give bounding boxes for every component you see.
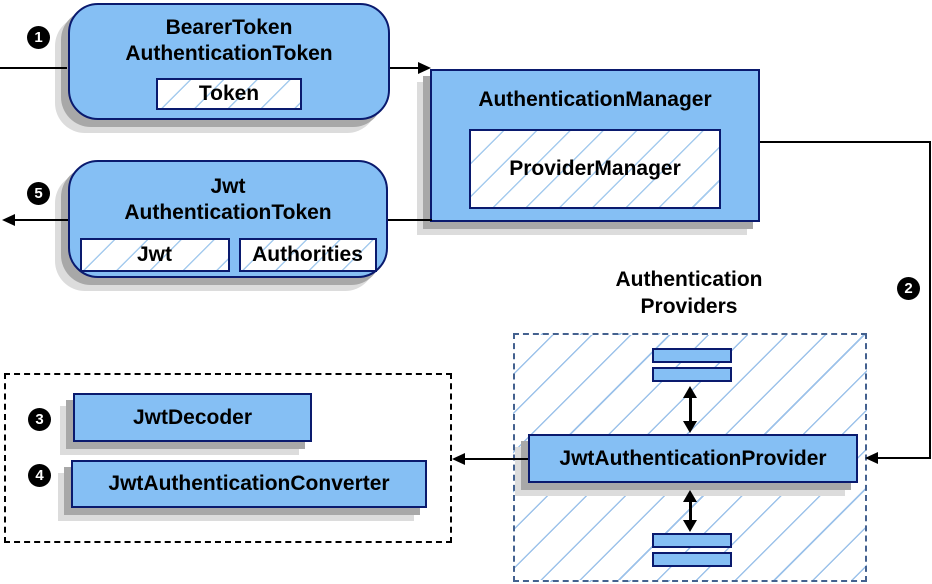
- node-title: BearerToken: [165, 16, 293, 39]
- connector-right-vertical: [929, 141, 931, 459]
- authentication-manager-node: AuthenticationManager ProviderManager: [430, 69, 760, 222]
- step-badge-5: 5: [27, 182, 50, 205]
- field-row: Jwt Authorities: [79, 238, 377, 272]
- node-title: AuthenticationManager: [478, 88, 712, 111]
- jwt-components-group: [4, 373, 452, 543]
- arrowhead-right-icon: [418, 62, 431, 74]
- step-badge-4: 4: [28, 464, 51, 487]
- connector-bearer-to-manager: [390, 67, 419, 69]
- token-field: Token: [156, 78, 302, 110]
- node-title: Jwt: [210, 175, 246, 198]
- connector-manager-to-jwttoken: [388, 219, 432, 221]
- connector-request-in: [0, 67, 67, 69]
- step-badge-3: 3: [28, 408, 51, 431]
- provider-manager-field: ProviderManager: [469, 129, 721, 209]
- arrowhead-left-icon: [865, 452, 878, 464]
- jwt-authentication-token-node: Jwt AuthenticationToken Jwt Authorities: [68, 160, 388, 278]
- jwt-decoder-node: JwtDecoder: [73, 393, 312, 442]
- authentication-providers-title: Authentication Providers: [589, 266, 789, 320]
- connector-response-out: [14, 219, 68, 221]
- title-line: Providers: [640, 295, 738, 318]
- jwt-field: Jwt: [79, 238, 230, 272]
- jwt-authentication-provider-node: JwtAuthenticationProvider: [528, 434, 858, 483]
- authorities-field: Authorities: [238, 238, 377, 272]
- arrowhead-left-icon: [452, 453, 465, 465]
- provider-placeholder-bar: [652, 552, 732, 567]
- provider-placeholder-bar: [652, 367, 732, 382]
- provider-placeholder-bar: [652, 348, 732, 363]
- step-badge-1: 1: [27, 26, 50, 49]
- node-title: AuthenticationToken: [124, 201, 332, 224]
- jwt-authentication-converter-node: JwtAuthenticationConverter: [71, 460, 427, 508]
- node-title: AuthenticationToken: [125, 42, 333, 65]
- step-badge-2: 2: [897, 277, 920, 300]
- connector-manager-out: [760, 141, 931, 143]
- double-arrow-bottom-icon: [683, 490, 697, 532]
- arrowhead-left-icon: [2, 214, 15, 226]
- title-line: Authentication: [615, 268, 763, 291]
- provider-placeholder-bar: [652, 533, 732, 548]
- connector-provider-to-components: [464, 458, 528, 460]
- bearer-token-authentication-token-node: BearerToken AuthenticationToken Token: [68, 3, 390, 120]
- double-arrow-top-icon: [683, 386, 697, 433]
- connector-into-provider: [876, 457, 931, 459]
